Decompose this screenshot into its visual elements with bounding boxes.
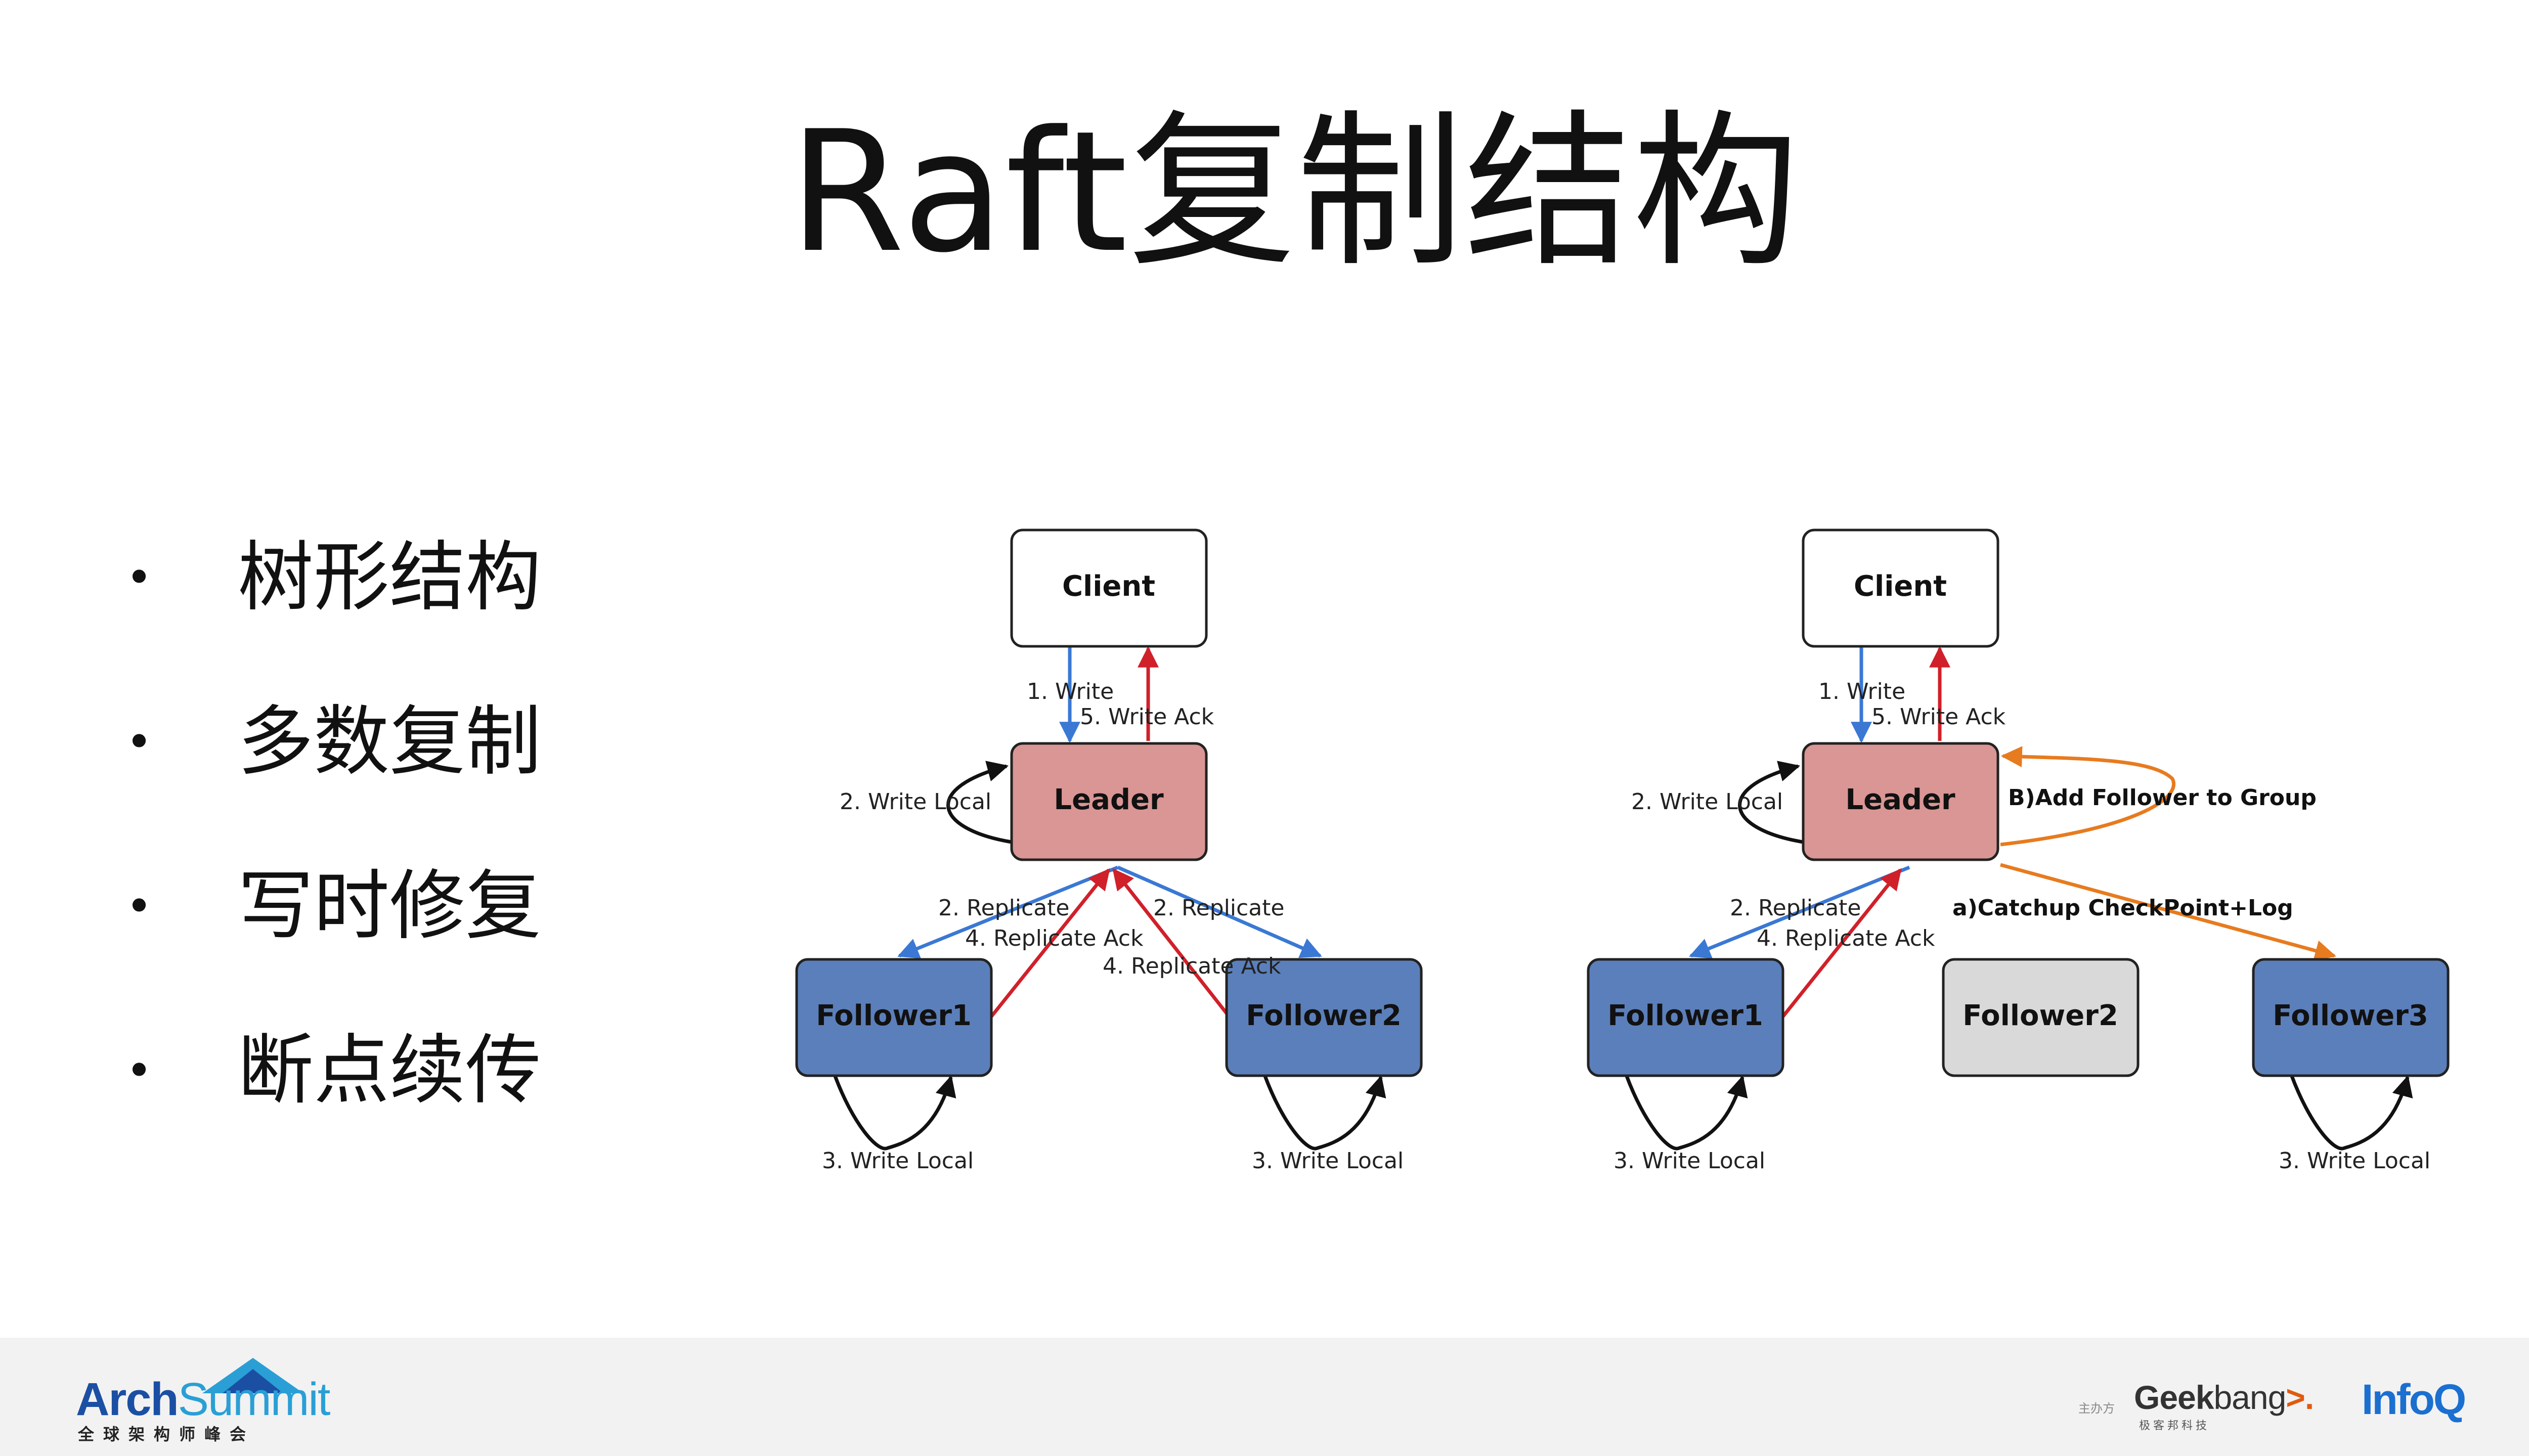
sponsor-logos: 主办方 Geekbang>. 极客邦科技 InfoQ: [2078, 1368, 2483, 1432]
follower3-label: Follower3: [2273, 999, 2428, 1032]
bullet-item: • 多数复制: [116, 685, 572, 850]
follower1-label: Follower1: [816, 999, 972, 1032]
follower2-label: Follower2: [1246, 999, 1402, 1032]
add-follower-label: B)Add Follower to Group: [2008, 785, 2317, 811]
leader-write-local-label: 2. Write Local: [840, 789, 991, 815]
write-label: 1. Write: [1818, 679, 1905, 704]
add-follower-arrow: [2000, 746, 2175, 847]
bullet-item: • 断点续传: [116, 1014, 572, 1178]
replicate-label: 2. Replicate: [1730, 895, 1861, 921]
follower1-node: [795, 958, 993, 1077]
brand-summit: Summit: [178, 1374, 331, 1425]
leader-write-local-arrow: [1738, 761, 1804, 844]
bullet-marker: •: [125, 551, 153, 604]
f2-write-local-label: 3. Write Local: [1252, 1148, 1404, 1173]
write-ack-label: 5. Write Ack: [1871, 704, 2006, 730]
right-diagram: Client Leader Follower1 Follower2 Follow…: [1587, 528, 2450, 1173]
f1-write-local-label: 3. Write Local: [1614, 1148, 1765, 1173]
bullet-text: 写时修复: [238, 862, 542, 950]
write-label: 1. Write: [1027, 679, 1114, 704]
f3-write-local-label: 3. Write Local: [2279, 1148, 2430, 1173]
f1-write-local-label: 3. Write Local: [822, 1148, 974, 1173]
replicate-left-label: 2. Replicate: [938, 895, 1070, 921]
archsummit-logo: ArchSummit 全球架构师峰会: [76, 1358, 330, 1444]
f2-write-local-arrow: [1262, 1074, 1386, 1151]
geekbang-logo: Geekbang>.: [2134, 1378, 2314, 1417]
mountain-icon: [202, 1358, 303, 1393]
replicate-ack-label: 4. Replicate Ack: [1757, 925, 1935, 951]
f3-write-local-arrow: [2289, 1074, 2413, 1151]
replicate-ack-f2-arrow: [1112, 868, 1231, 1018]
leader-node: [1010, 742, 1208, 861]
replicate-f2-arrow: [1117, 865, 1322, 958]
bullet-text: 多数复制: [238, 698, 542, 786]
geek-arrow: >.: [2286, 1379, 2314, 1416]
geek-text: Geek: [2134, 1379, 2214, 1416]
bullet-text: 树形结构: [238, 534, 542, 622]
catchup-arrow: [2000, 863, 2337, 961]
follower2-node: [1942, 958, 2140, 1077]
brand-arch: Arch: [76, 1374, 179, 1425]
client-node: [1010, 528, 1208, 648]
replicate-f1-arrow: [897, 865, 1119, 959]
f1-write-local-arrow: [1624, 1074, 1748, 1151]
bullet-item: • 写时修复: [116, 850, 572, 1014]
leader-node: [1802, 742, 1999, 861]
follower3-node: [2252, 958, 2450, 1077]
leader-write-local-arrow: [946, 761, 1012, 844]
follower2-label: Follower2: [1963, 999, 2118, 1032]
slide-title: Raft复制结构: [789, 95, 1801, 289]
bullet-list: • 树形结构 • 多数复制 • 写时修复 • 断点续传: [116, 521, 572, 1178]
left-diagram: Client Leader Follower1 Follower2 1. Wri…: [795, 528, 1423, 1173]
host-label: 主办方: [2078, 1401, 2115, 1416]
follower1-node: [1587, 958, 1784, 1077]
raft-diagram: Client Leader Follower1 Follower2 1. Wri…: [795, 528, 2450, 1173]
bullet-marker: •: [125, 716, 153, 769]
client-label: Client: [1854, 570, 1947, 603]
bullet-marker: •: [125, 1044, 153, 1097]
bang-text: bang: [2213, 1379, 2286, 1416]
replicate-ack-right-label: 4. Replicate Ack: [1103, 953, 1281, 979]
replicate-f1-arrow: [1689, 865, 1910, 959]
bullet-item: • 树形结构: [116, 521, 572, 685]
brand-tagline: 全球架构师峰会: [78, 1425, 255, 1444]
bullet-marker: •: [125, 880, 153, 933]
leader-label: Leader: [1845, 783, 1955, 816]
follower1-label: Follower1: [1607, 999, 1763, 1032]
follower2-node: [1225, 958, 1423, 1077]
replicate-ack-f1-arrow: [1781, 868, 1902, 1018]
replicate-right-label: 2. Replicate: [1153, 895, 1285, 921]
leader-label: Leader: [1054, 783, 1164, 816]
footer-bar: ArchSummit 全球架构师峰会 主办方 Geekbang>. 极客邦科技 …: [0, 1338, 2529, 1456]
geekbang-sub: 极客邦科技: [2139, 1420, 2210, 1432]
infoq-logo: InfoQ: [2362, 1376, 2466, 1423]
write-ack-label: 5. Write Ack: [1080, 704, 1214, 730]
replicate-ack-f1-arrow: [990, 868, 1110, 1018]
bullet-text: 断点续传: [238, 1027, 542, 1115]
client-node: [1802, 528, 1999, 648]
client-label: Client: [1062, 570, 1155, 603]
leader-write-local-label: 2. Write Local: [1631, 789, 1783, 815]
replicate-ack-left-label: 4. Replicate Ack: [965, 925, 1144, 951]
f1-write-local-arrow: [833, 1074, 956, 1151]
catchup-label: a)Catchup CheckPoint+Log: [1952, 895, 2293, 921]
